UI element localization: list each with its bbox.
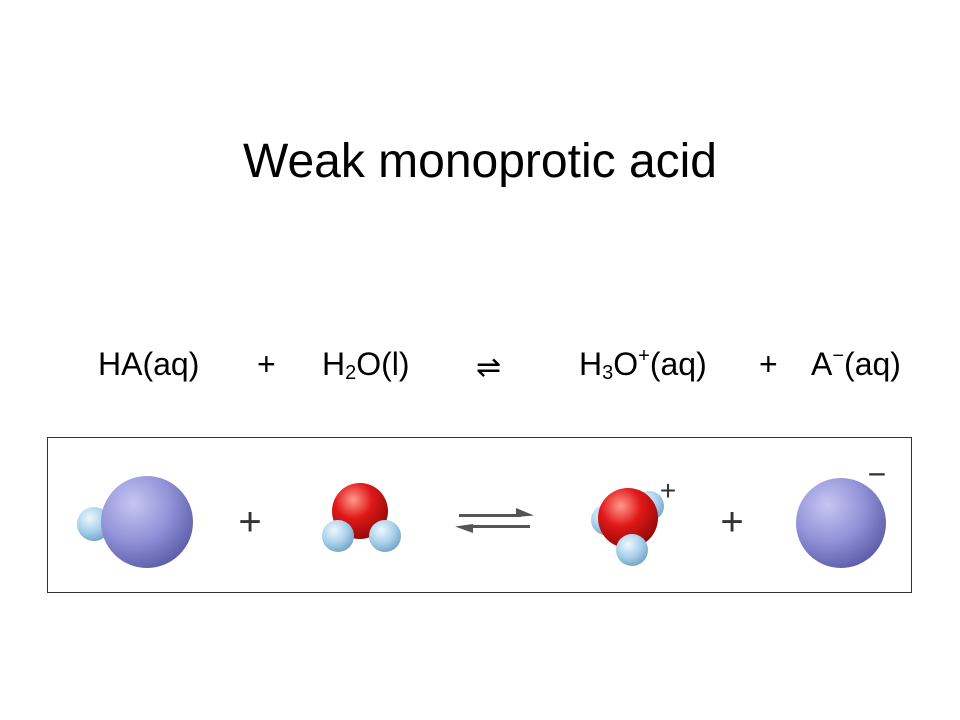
equation-reactant-water: H2O(l) (322, 346, 410, 384)
hydrogen-atom (322, 520, 354, 552)
equilibrium-arrows-icon (455, 508, 534, 533)
hydronium-molecule (591, 488, 664, 566)
hydrogen-atom (616, 534, 648, 566)
acid-anion-atom (101, 476, 193, 568)
equation-equilibrium-arrow: ⇌ (476, 351, 502, 384)
ha-molecule (77, 476, 193, 568)
anion-charge: − (868, 456, 887, 492)
hydrogen-atom (369, 520, 401, 552)
equation-plus-sign: + (257, 346, 276, 382)
slide-title: Weak monoprotic acid (243, 135, 717, 188)
molecular-plus-sign: + (238, 500, 261, 544)
molecular-view-panel: + + + − (47, 437, 912, 593)
anion-atom (796, 478, 886, 568)
equation-reactant-ha: HA(aq) (98, 346, 200, 382)
water-molecule (322, 483, 401, 552)
equation-plus-sign: + (759, 346, 778, 382)
oxygen-atom (598, 488, 658, 548)
molecular-plus-sign: + (720, 500, 743, 544)
hydronium-charge: + (660, 475, 676, 506)
equation-product-hydronium: H3O+(aq) (579, 345, 707, 384)
equation-product-anion: A−(aq) (811, 345, 901, 382)
